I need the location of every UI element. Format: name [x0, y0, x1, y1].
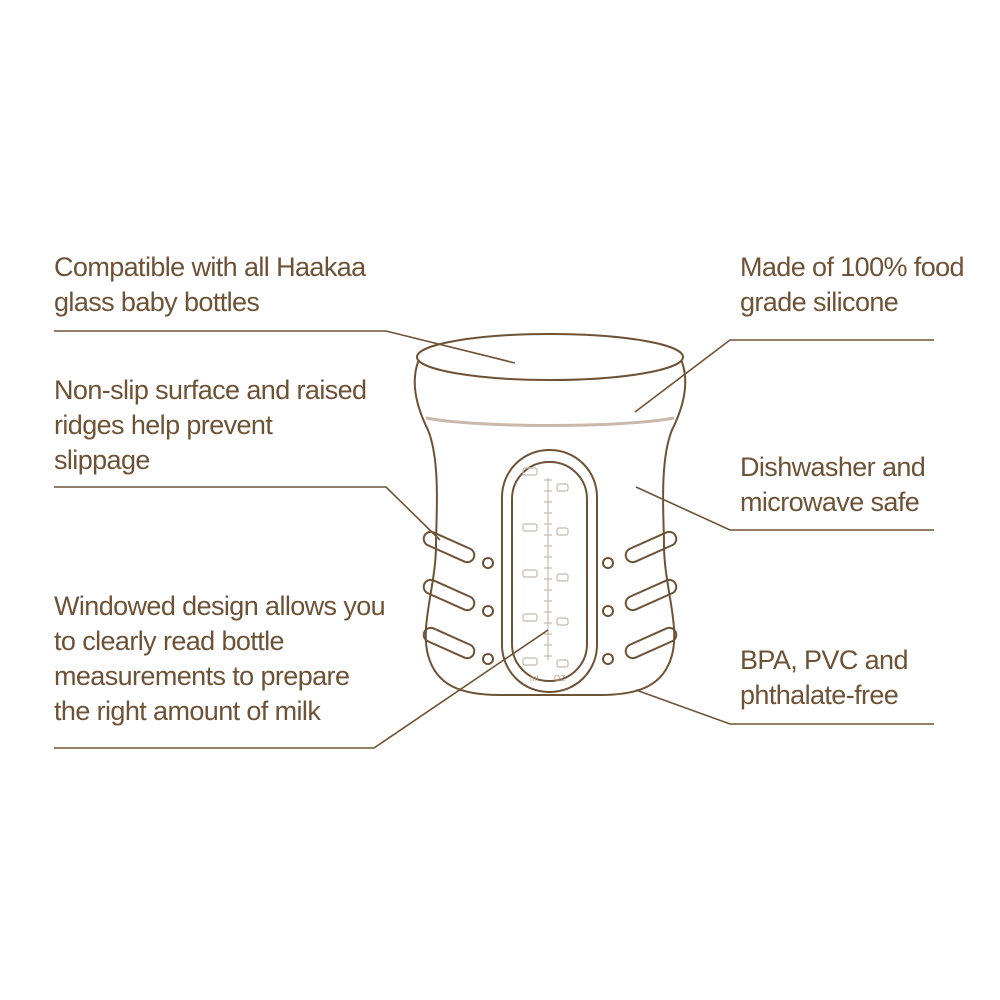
callout-dishwasher-line-2: microwave safe: [740, 487, 920, 517]
callout-compatible: Compatible with all Haakaa glass baby bo…: [54, 250, 366, 320]
left-ridges: [422, 530, 494, 665]
measurement-window-outer: [501, 449, 598, 693]
ridge: [624, 578, 678, 612]
callout-compatible-line-2: glass baby bottles: [54, 287, 260, 317]
callout-nonslip-line-1: Non-slip surface and raised: [54, 375, 367, 405]
callout-bpa-line-2: phthalate-free: [740, 680, 899, 710]
sleeve-band-line: [425, 416, 675, 427]
leader-silicone: [634, 339, 934, 413]
callout-nonslip-line-2: ridges help prevent: [54, 410, 273, 440]
callout-compatible-line-1: Compatible with all Haakaa: [54, 252, 366, 282]
ridge-dot: [482, 653, 494, 665]
scale-ml-label: ml: [530, 674, 539, 683]
callout-dishwasher-line-1: Dishwasher and: [740, 452, 926, 482]
callout-bpa: BPA, PVC and phthalate-free: [740, 643, 909, 713]
measurement-scale: ml OZ: [522, 467, 569, 683]
sleeve-top-rim: [416, 333, 684, 381]
callout-silicone: Made of 100% food grade silicone: [740, 250, 965, 320]
ridge: [624, 530, 678, 564]
measurement-window-inner: [511, 461, 588, 682]
callout-windowed-line-3: measurements to prepare: [54, 661, 350, 691]
ridge-dot: [482, 605, 494, 617]
leader-bpa: [635, 689, 934, 725]
leader-nonslip: [54, 486, 441, 541]
ridge: [422, 578, 476, 612]
callout-windowed-line-2: to clearly read bottle: [54, 626, 285, 656]
callout-silicone-line-1: Made of 100% food: [740, 252, 965, 282]
leader-compatible: [54, 330, 516, 364]
ridge: [422, 530, 476, 564]
leader-windowed: [54, 629, 549, 749]
callout-windowed-line-1: Windowed design allows you: [54, 591, 386, 621]
leader-lines: [54, 330, 934, 749]
callout-nonslip-line-3: slippage: [54, 445, 150, 475]
ridge-dot: [482, 557, 494, 569]
ridge-dot: [602, 653, 614, 665]
ridge: [624, 626, 678, 660]
sleeve-body-outline: [413, 361, 687, 696]
callout-nonslip: Non-slip surface and raised ridges help …: [54, 373, 367, 478]
right-ridges: [602, 530, 678, 665]
callout-dishwasher: Dishwasher and microwave safe: [740, 450, 926, 520]
callout-silicone-line-2: grade silicone: [740, 287, 899, 317]
ridge-dot: [602, 557, 614, 569]
scale-markers: [522, 467, 569, 668]
scale-oz-label: OZ: [554, 674, 565, 683]
callout-windowed-line-4: the right amount of milk: [54, 696, 321, 726]
ridge: [422, 626, 476, 660]
callout-windowed: Windowed design allows you to clearly re…: [54, 589, 386, 729]
ridge-dot: [602, 605, 614, 617]
leader-dishwasher: [635, 486, 934, 531]
callout-bpa-line-1: BPA, PVC and: [740, 645, 909, 675]
